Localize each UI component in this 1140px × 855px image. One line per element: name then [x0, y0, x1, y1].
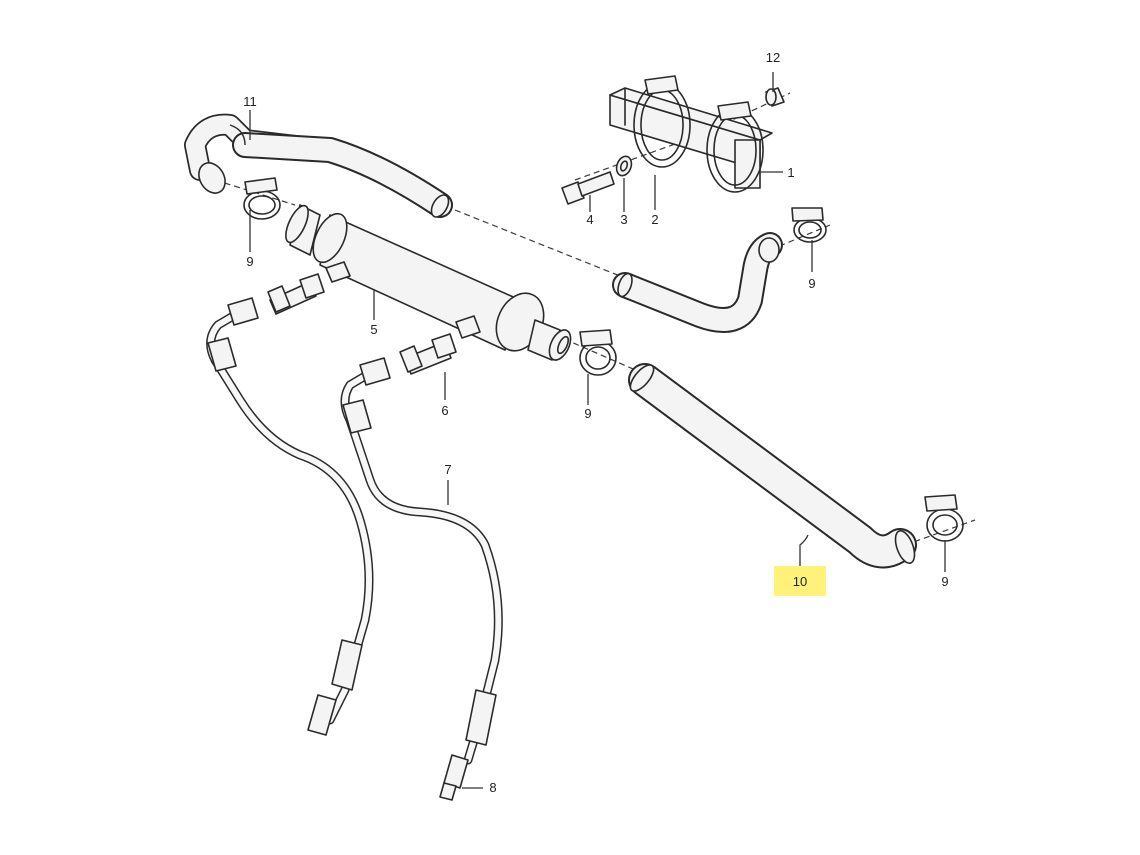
- bolt-part-4: [561, 171, 615, 205]
- callout-10: 10: [793, 574, 807, 589]
- callout-6: 6: [441, 403, 448, 418]
- bleed-screw-part-8: [439, 754, 469, 801]
- mounting-bracket-part-1: [609, 87, 773, 189]
- callout-12: 12: [766, 50, 780, 65]
- callout-9-b: 9: [584, 406, 591, 421]
- callout-11: 11: [243, 94, 257, 109]
- callout-7: 7: [444, 462, 451, 477]
- cooler-part-5: [285, 204, 572, 361]
- callout-4: 4: [586, 212, 593, 227]
- strap-clamp-part-2: [633, 75, 764, 193]
- callout-3: 3: [620, 212, 627, 227]
- callout-5: 5: [370, 322, 377, 337]
- clamp-part-9-b: [579, 329, 617, 376]
- callout-8: 8: [489, 780, 496, 795]
- callout-labels: 11 12 1 4 3 2 9 9 5 6 9 7 10 9 8: [243, 50, 948, 795]
- callout-9-c: 9: [808, 276, 815, 291]
- hose-middle-right: [612, 232, 783, 333]
- washer-part-3: [615, 155, 633, 177]
- clamp-part-9-d: [924, 494, 964, 542]
- union-fitting-part-6-upper: [267, 273, 325, 315]
- callout-9-d: 9: [941, 574, 948, 589]
- clamp-part-9-c: [791, 207, 827, 243]
- hose-lower-part-10: [628, 363, 917, 569]
- callout-1: 1: [787, 165, 794, 180]
- pipe-line-part-7: [340, 357, 503, 765]
- nut-part-12: [765, 87, 785, 107]
- callout-2: 2: [651, 212, 658, 227]
- callout-leaders: [249, 72, 946, 789]
- callout-9-a: 9: [246, 254, 253, 269]
- hose-upper-part-11: [184, 113, 453, 218]
- union-fitting-part-6-lower: [399, 333, 457, 375]
- callout-10-highlight: [774, 566, 826, 596]
- clamp-part-9-a: [243, 177, 281, 220]
- pipe-line-left: [206, 297, 374, 736]
